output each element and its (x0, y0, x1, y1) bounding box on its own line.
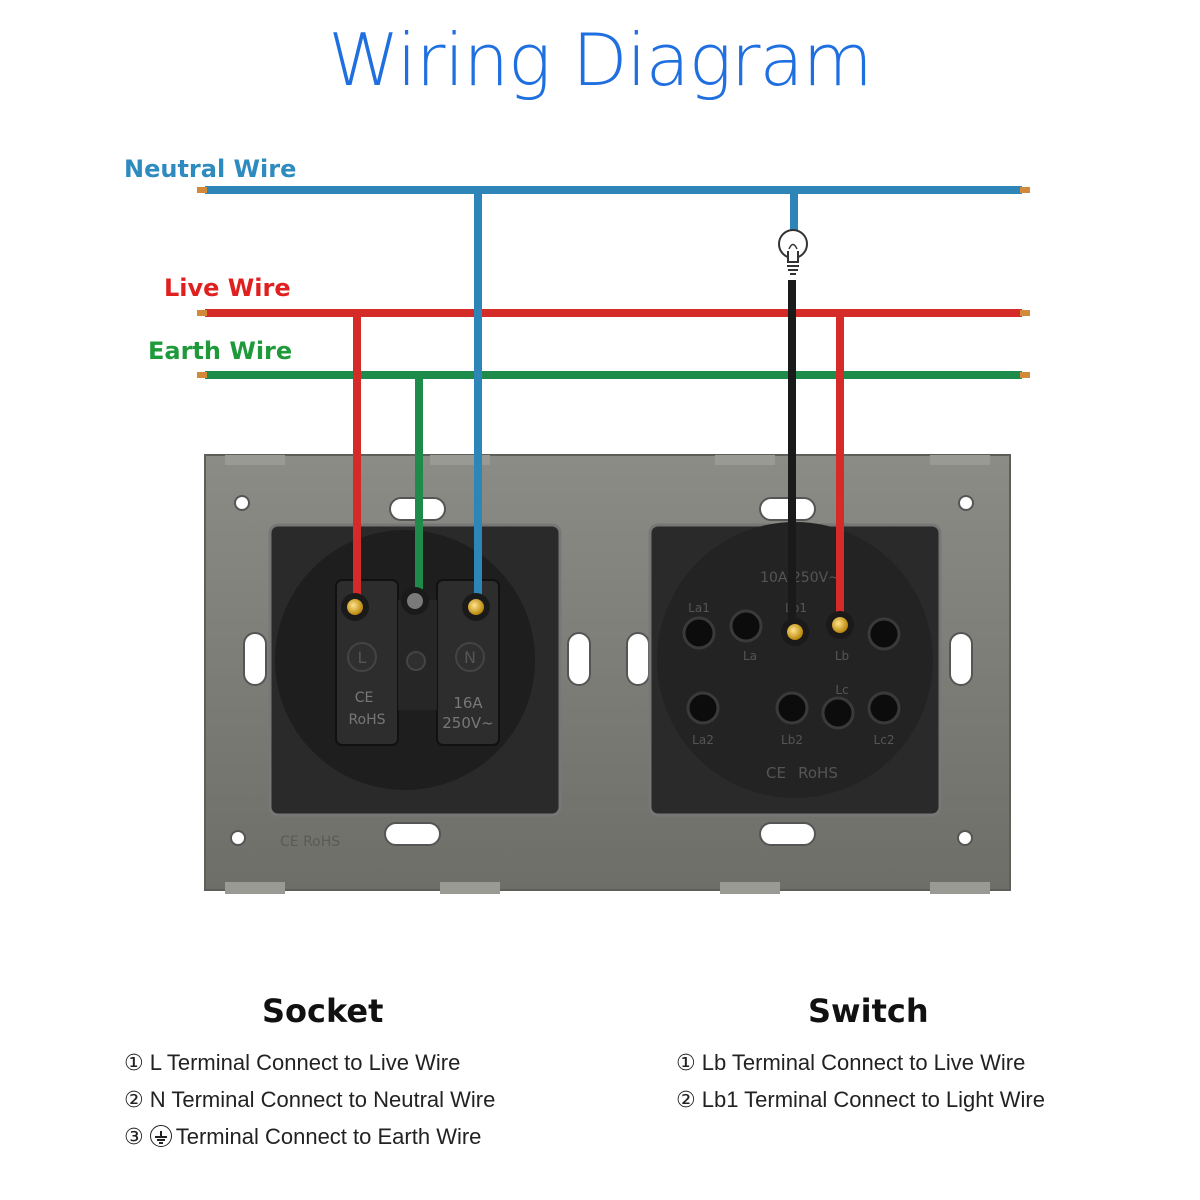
switch-terminal-lc: Lc (835, 683, 848, 697)
socket-marking-rating-a: 16A (453, 694, 483, 712)
live-wire-label: Live Wire (164, 274, 291, 302)
switch-rating: 10A 250V~ (760, 570, 840, 586)
switch-terminal-lb2: Lb2 (781, 733, 803, 747)
neutral-wire-label: Neutral Wire (124, 155, 297, 183)
frame-marking: CE RoHS (280, 834, 340, 850)
terminal-screws (341, 587, 854, 646)
earth-ground-icon (149, 1125, 172, 1147)
switch-marking-ce: CE (766, 764, 786, 782)
switch-terminal-la: La (743, 649, 757, 663)
socket-terminal-n: N (464, 648, 476, 667)
socket-marking-rating-v: 250V~ (442, 714, 493, 732)
socket-marking-rohs: RoHS (348, 712, 385, 728)
diagram-title: Wiring Diagram (328, 18, 873, 102)
switch-title: Switch (808, 992, 929, 1030)
light-bulb-icon (778, 229, 808, 275)
switch-terminal-lc2: Lc2 (874, 733, 895, 747)
socket-title: Socket (262, 992, 384, 1030)
socket-terminal-l: L (358, 648, 367, 667)
switch-marking-rohs: RoHS (798, 764, 838, 782)
switch-terminal-la2: La2 (692, 733, 714, 747)
socket-marking-ce: CE (355, 690, 374, 706)
switch-module: 10A 250V~ La1 La Lb1 Lb Lc La2 Lb2 Lc2 C… (648, 522, 942, 817)
earth-wire-label: Earth Wire (148, 337, 293, 365)
bus-wires (197, 186, 1030, 379)
switch-terminal-lb: Lb (835, 649, 849, 663)
drop-wires (353, 190, 844, 630)
switch-terminal-la1: La1 (688, 601, 710, 615)
